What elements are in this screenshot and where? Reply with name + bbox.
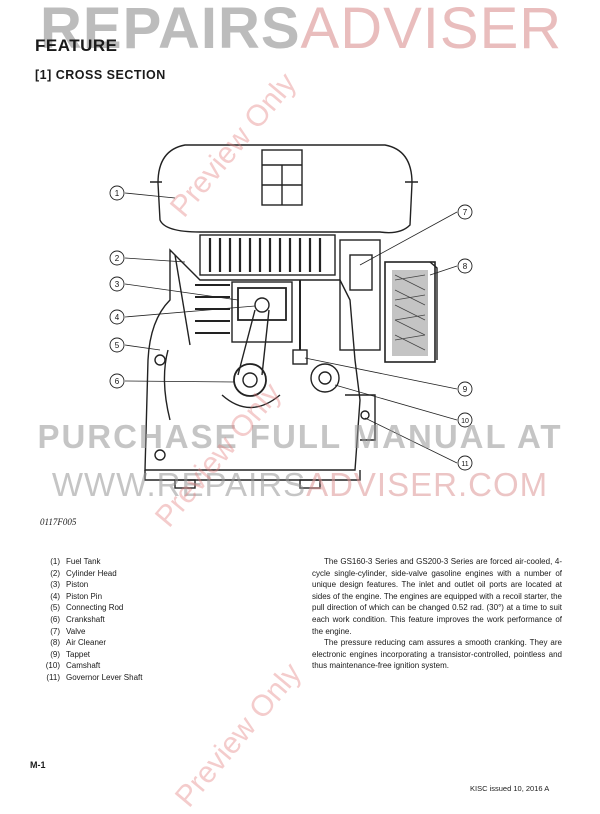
list-item: (9) Tappet (30, 649, 142, 661)
description-paragraph-1: The GS160-3 Series and GS200-3 Series ar… (312, 557, 562, 636)
issue-label: KISC issued 10, 2016 A (470, 784, 550, 793)
part-number: (3) (50, 580, 60, 590)
callout-label-7: 7 (463, 208, 468, 217)
watermark-header: REPAIRSADVISER (40, 0, 562, 58)
callout-label-11: 11 (461, 461, 468, 468)
list-item: (5) Connecting Rod (30, 602, 142, 614)
list-item: (2) Cylinder Head (30, 568, 142, 580)
part-name: Crankshaft (66, 614, 105, 624)
callout-11 (457, 455, 473, 471)
part-number: (2) (50, 568, 60, 578)
callout-8 (457, 258, 473, 274)
list-item: (7) Valve (30, 626, 142, 638)
callout-10 (457, 412, 473, 428)
part-number: (6) (50, 614, 60, 624)
list-item: (10) Camshaft (30, 660, 142, 672)
callout-label-8: 8 (463, 262, 468, 271)
callout-9 (457, 381, 473, 397)
list-item: (3) Piston (30, 579, 142, 591)
callout-label-6: 6 (115, 377, 120, 386)
part-number: (8) (50, 638, 60, 648)
description-paragraph-2: The pressure reducing cam assures a smoo… (312, 638, 562, 671)
part-number: (9) (50, 649, 60, 659)
part-name: Valve (66, 626, 86, 636)
parts-list: (1) Fuel Tank (2) Cylinder Head (3) Piston … (30, 556, 143, 684)
watermark-url-part2: ADVISER.COM (306, 466, 549, 503)
part-number: (4) (50, 591, 60, 601)
section-title: [1] CROSS SECTION (35, 68, 166, 82)
list-item: (8) Air Cleaner (30, 637, 142, 649)
callout-4 (109, 309, 125, 325)
list-item: (11) Governor Lever Shaft (30, 672, 142, 684)
callout-label-5: 5 (115, 341, 120, 350)
part-number: (10) (45, 661, 60, 671)
watermark-preview-3: Preview Only (168, 656, 308, 814)
part-name: Camshaft (66, 661, 101, 671)
callout-2 (109, 250, 125, 266)
part-number: (11) (46, 672, 60, 682)
watermark-header-part2: ADVISER (300, 0, 563, 61)
page-title: FEATURE (35, 36, 118, 55)
list-item: (1) Fuel Tank (30, 556, 142, 568)
watermark-header-part1: REPAIRS (40, 0, 301, 61)
callout-label-1: 1 (115, 189, 120, 198)
callout-5 (109, 337, 125, 353)
part-name: Governor Lever Shaft (66, 672, 143, 682)
callout-label-4: 4 (115, 313, 120, 322)
callout-1 (109, 185, 125, 201)
part-number: (1) (50, 557, 60, 566)
part-number: (7) (50, 626, 60, 636)
part-name: Tappet (66, 649, 91, 659)
part-name: Air Cleaner (66, 638, 107, 648)
callout-label-3: 3 (115, 280, 120, 289)
watermark-url: WWW.REPAIRSADVISER.COM (0, 466, 600, 504)
engine-cross-section-diagram: 1 2 3 4 5 6 7 8 9 10 11 (109, 144, 473, 489)
callout-6 (109, 373, 125, 389)
callout-label-2: 2 (115, 254, 120, 263)
figure-code: 0117F005 (40, 517, 77, 527)
callout-7 (457, 204, 473, 220)
list-item: (6) Crankshaft (30, 614, 142, 626)
part-name: Fuel Tank (66, 557, 101, 566)
callout-label-9: 9 (463, 385, 468, 394)
page-number: M-1 (30, 760, 46, 770)
watermark-url-part1: WWW.REPAIRS (51, 466, 307, 503)
list-item: (4) Piston Pin (30, 591, 142, 603)
callout-label-10: 10 (461, 418, 469, 425)
part-name: Connecting Rod (66, 603, 124, 613)
part-name: Cylinder Head (66, 568, 117, 578)
part-name: Piston (66, 580, 89, 590)
part-number: (5) (50, 603, 60, 613)
callout-3 (109, 276, 125, 292)
feature-description: The GS160-3 Series and GS200-3 Series ar… (312, 556, 562, 672)
part-name: Piston Pin (66, 591, 103, 601)
watermark-purchase: PURCHASE FULL MANUAL AT (37, 418, 563, 455)
